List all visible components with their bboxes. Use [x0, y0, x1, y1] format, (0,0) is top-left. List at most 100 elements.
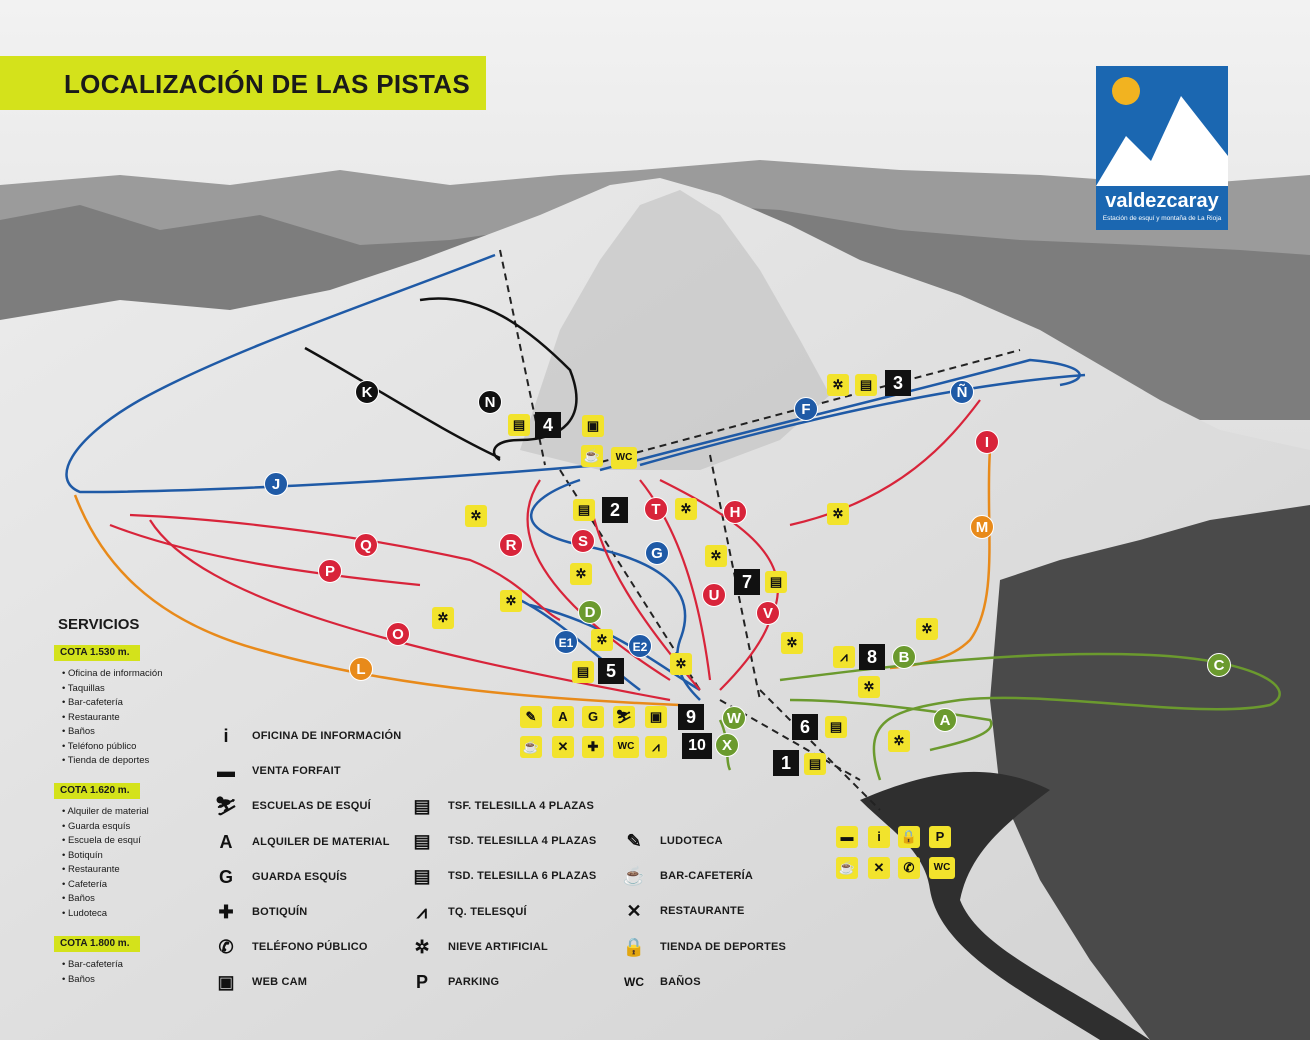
servicio-item: • Bar-cafetería [62, 697, 123, 708]
servicio-item: • Restaurante [62, 864, 120, 875]
cota-label-2: COTA 1.800 m. [54, 936, 140, 952]
legend-label: BAR-CAFETERÍA [660, 870, 754, 883]
cota-label-1: COTA 1.620 m. [54, 783, 140, 799]
run-label-N: N [478, 390, 502, 414]
legend-label: BAÑOS [660, 975, 701, 988]
chairlift-4d-icon-map-32: ▤ [825, 716, 847, 738]
run-path-Q [129, 513, 561, 621]
lift-number-2: 2 [602, 497, 628, 523]
chairlift-4d-icon-map-2: ▤ [508, 414, 530, 436]
ludoteca-icon-map-22: ✎ [520, 706, 542, 728]
snowflake-icon-map-21: ✲ [858, 676, 880, 698]
run-path-E2 [529, 603, 701, 692]
snowflake-icon-map-10: ✲ [705, 545, 727, 567]
phone-icon: ✆ [218, 937, 234, 958]
snowflake-icon-map-9: ✲ [827, 503, 849, 525]
cota-label-0: COTA 1.530 m. [54, 645, 140, 661]
skier-icon: ⛷ [214, 796, 238, 817]
cafe-icon: ☕ [622, 866, 646, 887]
servicio-item: • Tienda de deportes [62, 755, 150, 766]
run-path-K [304, 346, 501, 460]
legend-label: TSD. TELESILLA 4 PLAZAS [448, 835, 597, 848]
restaurant-icon-map-40: ✕ [868, 857, 890, 879]
lift-number-1: 1 [773, 750, 799, 776]
legend-label: TSF. TELESILLA 4 PLAZAS [448, 800, 594, 812]
lift-number-3: 3 [885, 370, 911, 396]
run-path-J [65, 253, 601, 494]
snowflake-icon-map-8: ✲ [675, 498, 697, 520]
snowflake-icon-map-18: ✲ [670, 653, 692, 675]
servicios-title: SERVICIOS [58, 616, 140, 633]
ludoteca-icon: ✎ [626, 831, 642, 851]
servicio-item: • Baños [62, 893, 95, 904]
servicio-item: • Botiquín [62, 849, 103, 861]
run-label-E1: E1 [554, 630, 578, 654]
snowflake-icon-map-7: ✲ [465, 505, 487, 527]
cafe-icon-map-39: ☕ [836, 857, 858, 879]
first-aid-icon: ✚ [218, 902, 234, 922]
servicio-item: • Oficina de información [62, 668, 163, 679]
lift-number-8: 8 [859, 644, 885, 670]
restaurant-icon: ✕ [626, 901, 642, 922]
legend-label: ALQUILER DE MATERIAL [252, 835, 390, 848]
ski-storage-icon: G [218, 866, 233, 887]
run-path-H [659, 479, 779, 691]
run-label-F: F [794, 397, 818, 421]
legend-label: GUARDA ESQUÍS [252, 870, 348, 883]
snowflake-icon-map-13: ✲ [500, 590, 522, 612]
info-icon-map-36: i [868, 826, 890, 848]
run-label-Ñ: Ñ [950, 380, 974, 404]
chairlift-4-icon: ▤ [413, 796, 431, 816]
run-path-F [599, 358, 1081, 472]
run-label-W: W [722, 706, 746, 730]
blue-runs [65, 253, 1086, 701]
run-label-A: A [933, 708, 957, 732]
legend-label: BOTIQUÍN [252, 906, 308, 918]
shop-icon: 🔒 [622, 936, 646, 957]
legend-label: TELÉFONO PÚBLICO [252, 941, 368, 954]
legend-label: RESTAURANTE [660, 905, 745, 918]
lift-number-10: 10 [682, 733, 712, 759]
chairlift-4d-icon: ▤ [413, 831, 431, 852]
tow-lift-icon: ⩘ [416, 901, 428, 922]
snowflake-icon-map-15: ✲ [591, 629, 613, 651]
run-label-K: K [355, 380, 379, 404]
shop-icon-map-37: 🔒 [898, 826, 920, 848]
run-path-C [779, 652, 1281, 781]
title-band: LOCALIZACIÓN DE LAS PISTAS [0, 56, 486, 110]
forest-slope [990, 505, 1310, 1040]
logo-tagline: Estación de esquí y montaña de La Rioja [1102, 215, 1222, 222]
snowflake-icon-map-11: ✲ [570, 563, 592, 585]
run-path-A [789, 698, 993, 752]
chairlift-6d-icon-map-1: ▤ [855, 374, 877, 396]
run-label-J: J [264, 472, 288, 496]
logo-name: valdezcaray [1105, 190, 1219, 212]
chairlift-4-icon-map-19: ▤ [572, 661, 594, 683]
snowflake-icon: ✲ [414, 936, 430, 957]
parking-icon: P [415, 972, 428, 992]
run-path-P [109, 523, 421, 587]
wc-icon-map-5: WC [611, 447, 637, 469]
phone-icon-map-41: ✆ [898, 857, 920, 879]
legend-label: NIEVE ARTIFICIAL [448, 940, 548, 953]
legend-label: WEB CAM [252, 976, 308, 989]
servicio-item: • Taquillas [62, 682, 105, 694]
snowflake-icon-map-17: ✲ [916, 618, 938, 640]
legend-label: TQ. TELESQUÍ [448, 905, 527, 918]
servicio-item: • Teléfono público [62, 740, 137, 752]
tow-lift-icon-map-31: ⩘ [645, 736, 667, 758]
first-aid-icon-map-29: ✚ [582, 736, 604, 758]
legend-label: VENTA FORFAIT [252, 765, 341, 778]
legend-label: LUDOTECA [660, 835, 723, 847]
restaurant-icon-map-28: ✕ [552, 736, 574, 758]
wc-icon-map-30: WC [613, 736, 639, 758]
servicio-item: • Escuela de esquí [62, 835, 141, 846]
snowflake-icon-map-0: ✲ [827, 374, 849, 396]
lift-number-6: 6 [792, 714, 818, 740]
black-runs [304, 297, 578, 462]
servicio-item: • Guarda esquís [62, 820, 131, 832]
wc-icon: WC [624, 974, 644, 989]
run-label-M: M [970, 515, 994, 539]
legend-label: TIENDA DE DEPORTES [660, 940, 787, 953]
